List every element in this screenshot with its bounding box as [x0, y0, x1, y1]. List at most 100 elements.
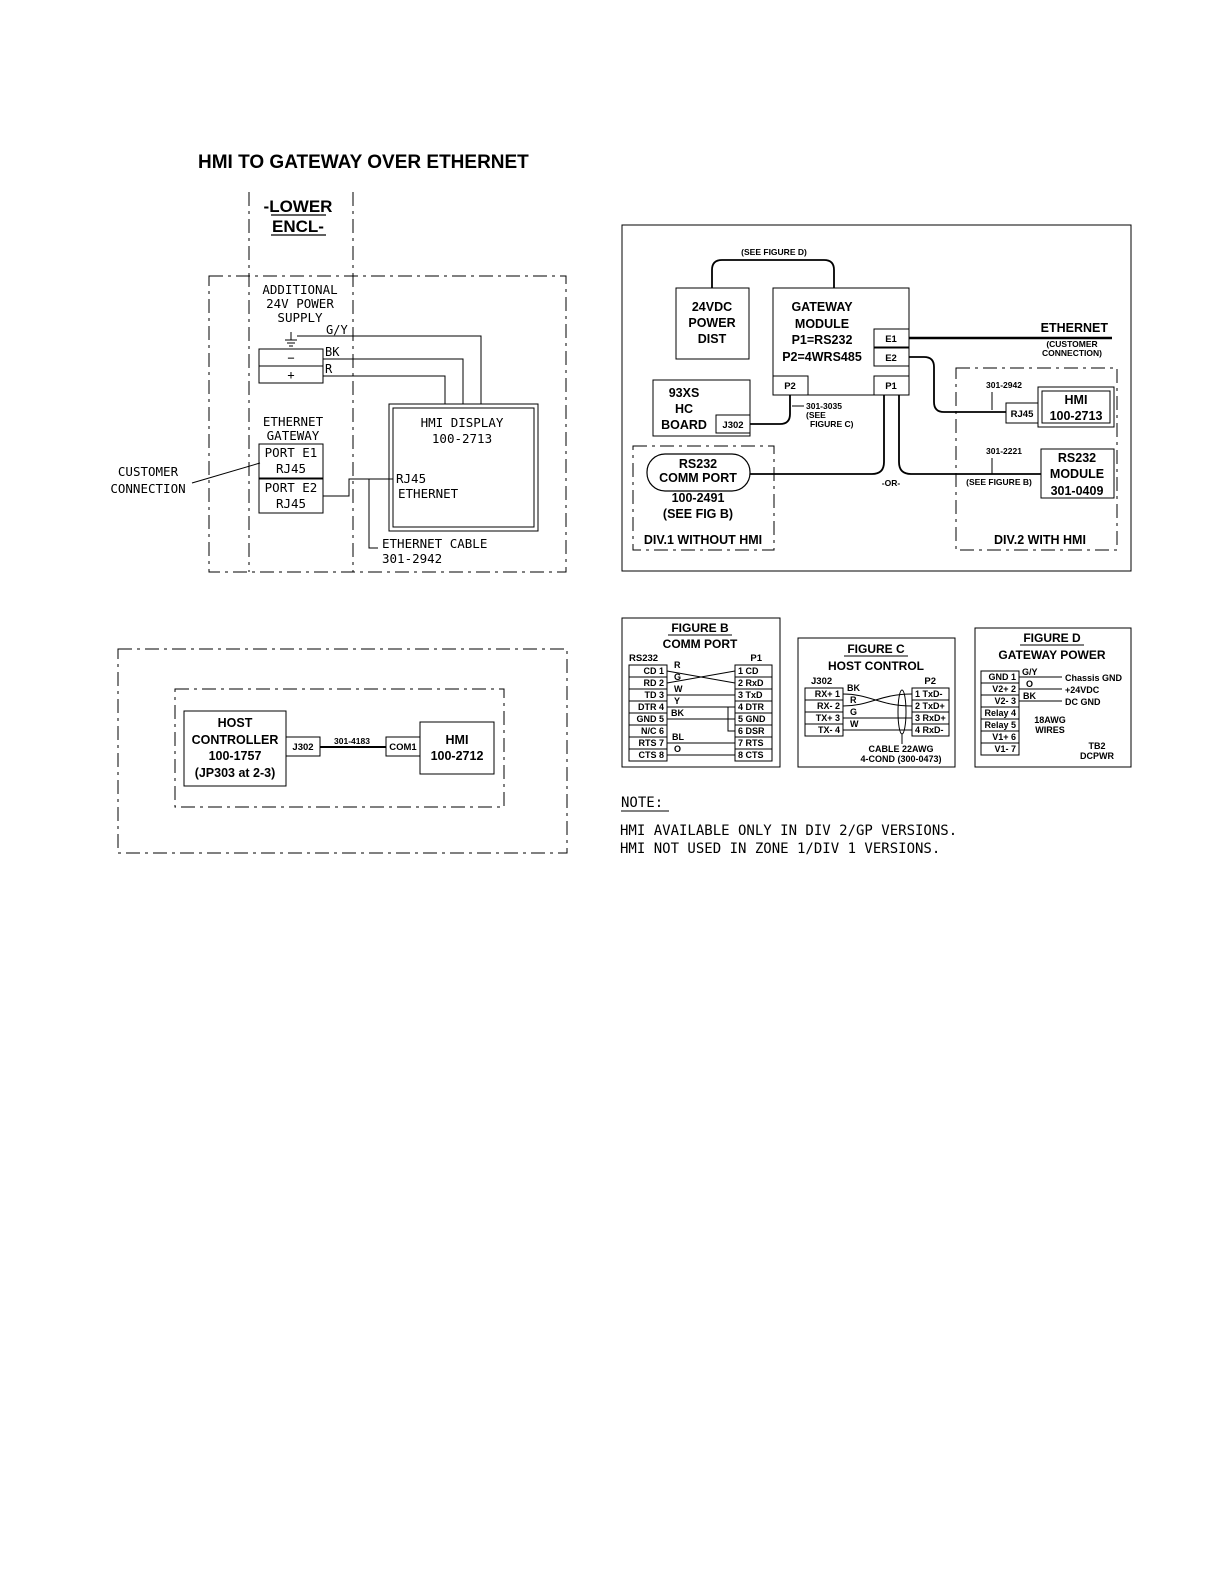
comm-port-label-1: RS232 — [679, 457, 717, 471]
figure-d-tb-label-2: DCPWR — [1080, 751, 1114, 761]
ethernet-cable-leader — [368, 479, 378, 549]
figure-c-left-pins: RX+ 1RX- 2TX+ 3TX- 4 — [804, 687, 844, 737]
power-dist-box — [675, 287, 750, 360]
ground-icon — [285, 332, 297, 347]
customer-connection-label-1: CUSTOMER — [118, 464, 179, 479]
figure-c-title-2: HOST CONTROL — [828, 659, 924, 673]
power-dist-wire — [711, 259, 835, 288]
hc-board-label-2: HC — [675, 402, 693, 416]
com1-label: COM1 — [389, 742, 417, 753]
hmi-display-label-1: HMI DISPLAY — [421, 415, 504, 430]
host-inner-boundary — [174, 688, 505, 808]
figure-c-cable-label-2: 4-COND (300-0473) — [860, 754, 941, 764]
figure-b-right-pin-label-4: 4 DTR — [738, 702, 765, 712]
cable-2942-wire — [909, 356, 1006, 413]
figure-c-wire-label-bk: BK — [847, 683, 860, 693]
figure-b: FIGURE B COMM PORT RS232 P1 CD 1RD 2TD 3… — [621, 617, 781, 768]
port-e1-box — [258, 443, 324, 479]
figure-c-frame — [797, 637, 956, 768]
customer-connection-label-2: CONNECTION) — [1042, 348, 1102, 358]
ethernet-label: ETHERNET — [1041, 321, 1109, 335]
note-line-1: HMI AVAILABLE ONLY IN DIV 2/GP VERSIONS. — [620, 823, 957, 839]
figure-b-title-1: FIGURE B — [671, 621, 729, 635]
customer-connection-leader — [191, 462, 261, 484]
figure-b-right-header: P1 — [750, 653, 762, 664]
figure-b-wire-label-y: Y — [674, 696, 680, 706]
cable-2942-label: 301-2942 — [986, 380, 1022, 390]
hc-board-box — [652, 379, 751, 437]
figure-d-label-chassis-gnd: Chassis GND — [1065, 673, 1123, 683]
host-controller-diagram: HOST CONTROLLER 100-1757 (JP303 at 2-3) … — [117, 648, 568, 854]
hmi-display-label-2: 100-2713 — [432, 431, 492, 446]
figure-b-left-pin-label-8: CTS 8 — [638, 750, 664, 760]
host-hmi-label-1: HMI — [446, 733, 469, 747]
figure-d-pin-box-7 — [980, 742, 1020, 756]
hmi-rj45-label: RJ45 — [396, 471, 426, 486]
note-block: NOTE: HMI AVAILABLE ONLY IN DIV 2/GP VER… — [620, 795, 957, 857]
hmi-display-outer — [388, 403, 539, 532]
wire-r — [323, 375, 446, 404]
figure-b-right-pin-label-1: 1 CD — [738, 666, 759, 676]
figure-c-left-pin-label-2: RX- 2 — [817, 701, 840, 711]
lower-encl-label-2: ENCL- — [272, 217, 324, 236]
cable-2221-label: 301-2221 — [986, 446, 1022, 456]
figure-d: FIGURE D GATEWAY POWER GND 1V2+ 2V2- 3Re… — [974, 627, 1132, 768]
hc-board-label-3: BOARD — [661, 418, 707, 432]
figure-b-title-2: COMM PORT — [663, 637, 738, 651]
figure-b-right-pin-label-3: 3 TxD — [738, 690, 763, 700]
wire-gy-label: G/Y — [326, 323, 348, 337]
figure-b-left-pin-label-4: DTR 4 — [638, 702, 664, 712]
figure-c-left-pin-label-3: TX+ 3 — [816, 713, 840, 723]
port-e1-label: E1 — [885, 334, 897, 345]
host-controller-label-4: (JP303 at 2-3) — [195, 766, 276, 780]
hmi-label-1: HMI — [1065, 393, 1088, 407]
page-title: HMI TO GATEWAY OVER ETHERNET — [198, 152, 529, 173]
see-figure-b-label: (SEE FIGURE B) — [966, 477, 1032, 487]
figure-b-wire-label-bl: BL — [672, 732, 684, 742]
hmi-ethernet-label: ETHERNET — [398, 486, 459, 501]
figure-d-label-24vdc: +24VDC — [1065, 685, 1100, 695]
figure-d-awg-label-2: WIRES — [1035, 725, 1065, 735]
comm-port-label-3: 100-2491 — [672, 491, 725, 505]
power-dist-label-1: 24VDC — [692, 300, 732, 314]
figure-b-right-pin-label-8: 8 CTS — [738, 750, 764, 760]
or-label: -OR- — [882, 478, 901, 488]
p1-to-rs232-module-wire — [898, 395, 1041, 475]
see-figure-d-label: (SEE FIGURE D) — [741, 247, 807, 257]
host-controller-label-1: HOST — [218, 716, 253, 730]
psu-minus-label: − — [287, 351, 294, 365]
rs232-module-label-1: RS232 — [1058, 451, 1096, 465]
hmi-label-2: 100-2713 — [1050, 409, 1103, 423]
figure-c-wire-label-w: W — [850, 719, 859, 729]
lower-encl-label-1: -LOWER — [264, 197, 333, 216]
customer-connection-label-2: CONNECTION — [110, 481, 185, 496]
figure-d-label-dc-gnd: DC GND — [1065, 697, 1101, 707]
figure-b-wire-label-g: G — [674, 672, 681, 682]
figure-c-right-pin-label-2: 2 TxD+ — [915, 701, 945, 711]
figure-d-pin-label-6: V1+ 6 — [992, 732, 1016, 742]
rs232-module-label-2: MODULE — [1050, 467, 1104, 481]
div1-boundary — [632, 445, 775, 551]
figure-b-wire-label-w: W — [674, 684, 683, 694]
psu-label-3: SUPPLY — [277, 310, 323, 325]
host-hmi-box — [419, 721, 495, 775]
figure-c-wire-r — [842, 693, 913, 707]
figure-d-tb-label-1: TB2 — [1088, 741, 1105, 751]
cable-3035-wire — [750, 395, 791, 425]
figure-d-wire-label-gy: G/Y — [1022, 667, 1038, 677]
ethernet-cable-label-1: ETHERNET CABLE — [382, 536, 487, 551]
port-p2-label: P2 — [784, 381, 796, 392]
host-controller-label-2: CONTROLLER — [192, 733, 279, 747]
hc-board-label-1: 93XS — [669, 386, 700, 400]
cable-3035-label-2: (SEE — [806, 410, 826, 420]
figure-c-wires — [842, 689, 913, 744]
figure-b-jumper-dtr-dsr — [727, 706, 735, 732]
hmi-box-inner — [1041, 390, 1111, 424]
figure-b-wire-label-r: R — [674, 660, 681, 670]
figure-b-wire-label-bk: BK — [671, 708, 684, 718]
figure-b-left-header: RS232 — [629, 653, 658, 664]
host-outer-boundary — [117, 648, 568, 854]
figure-d-title-2: GATEWAY POWER — [998, 648, 1105, 662]
power-dist-label-2: POWER — [688, 316, 735, 330]
